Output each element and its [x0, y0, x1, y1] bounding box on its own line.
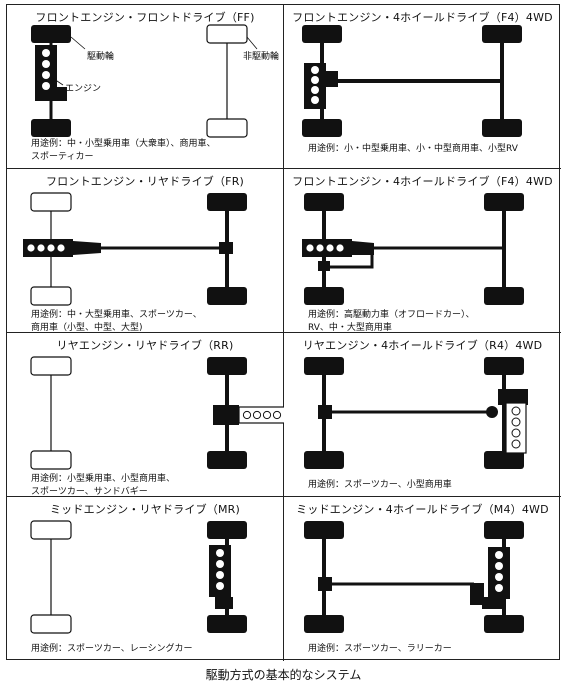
driven-wheel-label: 駆動輪 [87, 52, 115, 62]
transaxle [57, 87, 67, 101]
usage-text: 用途例：小・中型乗用車、小・中型商用車、小型RV [308, 144, 518, 154]
f4-diagram [302, 25, 522, 137]
cell-fr: フロントエンジン・リヤドライブ（FR) 用途例：中・大型乗用車、スポーツカー、 … [7, 169, 284, 333]
cell-m4: ミッドエンジン・4ホイールドライブ（M4）4WD 用途例：スポーツカー、ラリーカ… [284, 497, 561, 661]
cell-f4: フロントエンジン・4ホイールドライブ（F4）4WD 用途例：小・中型乗用車、小・… [284, 5, 561, 169]
layout-title: フロントエンジン・4ホイールドライブ（F4）4WD [292, 175, 553, 188]
m4-diagram [304, 521, 524, 633]
usage-text: 用途例：高駆動力車（オフロードカー）、 RV、中・大型商用車 [308, 310, 475, 333]
rr-diagram [30, 356, 284, 470]
usage-text: 用途例：中・小型乗用車（大衆車）、商用車、 スポーティカー [31, 139, 216, 162]
layout-title: フロントエンジン・フロントドライブ（FF) [35, 11, 255, 24]
cell-ff: フロントエンジン・フロントドライブ（FF) 駆動輪 非駆動輪 エンジン 用途例：… [7, 5, 284, 169]
layout-title: フロントエンジン・リヤドライブ（FR) [45, 175, 245, 188]
usage-text: 用途例：中・大型乗用車、スポーツカー、 商用車（小型、中型、大型) [31, 310, 202, 333]
fr-diagram [23, 192, 247, 306]
layout-title: リヤエンジン・4ホイールドライブ（R4）4WD [302, 339, 543, 352]
usage-text: 用途例：小型乗用車、小型商用車、 スポーツカー、サンドバギー [31, 474, 176, 497]
cell-rr: リヤエンジン・リヤドライブ（RR) 用途例：小型乗用車、小型商用車、 スポーツカ… [7, 333, 284, 497]
mr-diagram [30, 520, 247, 634]
layout-title: フロントエンジン・4ホイールドライブ（F4）4WD [292, 11, 553, 24]
rear-left-wheel [31, 119, 71, 137]
front-right-wheel [206, 24, 248, 44]
figure-caption: 駆動方式の基本的なシステム [205, 668, 362, 682]
rear-right-wheel [206, 118, 248, 138]
cell-r4: リヤエンジン・4ホイールドライブ（R4）4WD 用途例：スポーツカー、小型商用車 [284, 333, 561, 497]
layout-title: ミッドエンジン・リヤドライブ（MR) [49, 503, 241, 516]
engine-label: エンジン [65, 84, 102, 94]
usage-text: 用途例：スポーツカー、ラリーカー [308, 644, 452, 654]
cell-mr: ミッドエンジン・リヤドライブ（MR) 用途例：スポーツカー、レーシングカー [7, 497, 284, 661]
layout-title: ミッドエンジン・4ホイールドライブ（M4）4WD [296, 503, 549, 516]
usage-text: 用途例：スポーツカー、レーシングカー [31, 644, 193, 654]
non-driven-wheel-label: 非駆動輪 [243, 52, 280, 62]
cell-f4-4wd: フロントエンジン・4ホイールドライブ（F4）4WD 用途例：高駆動力車（オフロー… [284, 169, 561, 333]
layout-title: リヤエンジン・リヤドライブ（RR) [56, 339, 234, 352]
front-left-wheel [31, 25, 71, 43]
usage-text: 用途例：スポーツカー、小型商用車 [308, 480, 452, 490]
drive-layout-table: フロントエンジン・フロントドライブ（FF) 駆動輪 非駆動輪 エンジン 用途例：… [6, 4, 561, 661]
f4-4wd-diagram [302, 193, 524, 305]
ff-diagram [31, 24, 258, 138]
r4-diagram [304, 357, 528, 469]
